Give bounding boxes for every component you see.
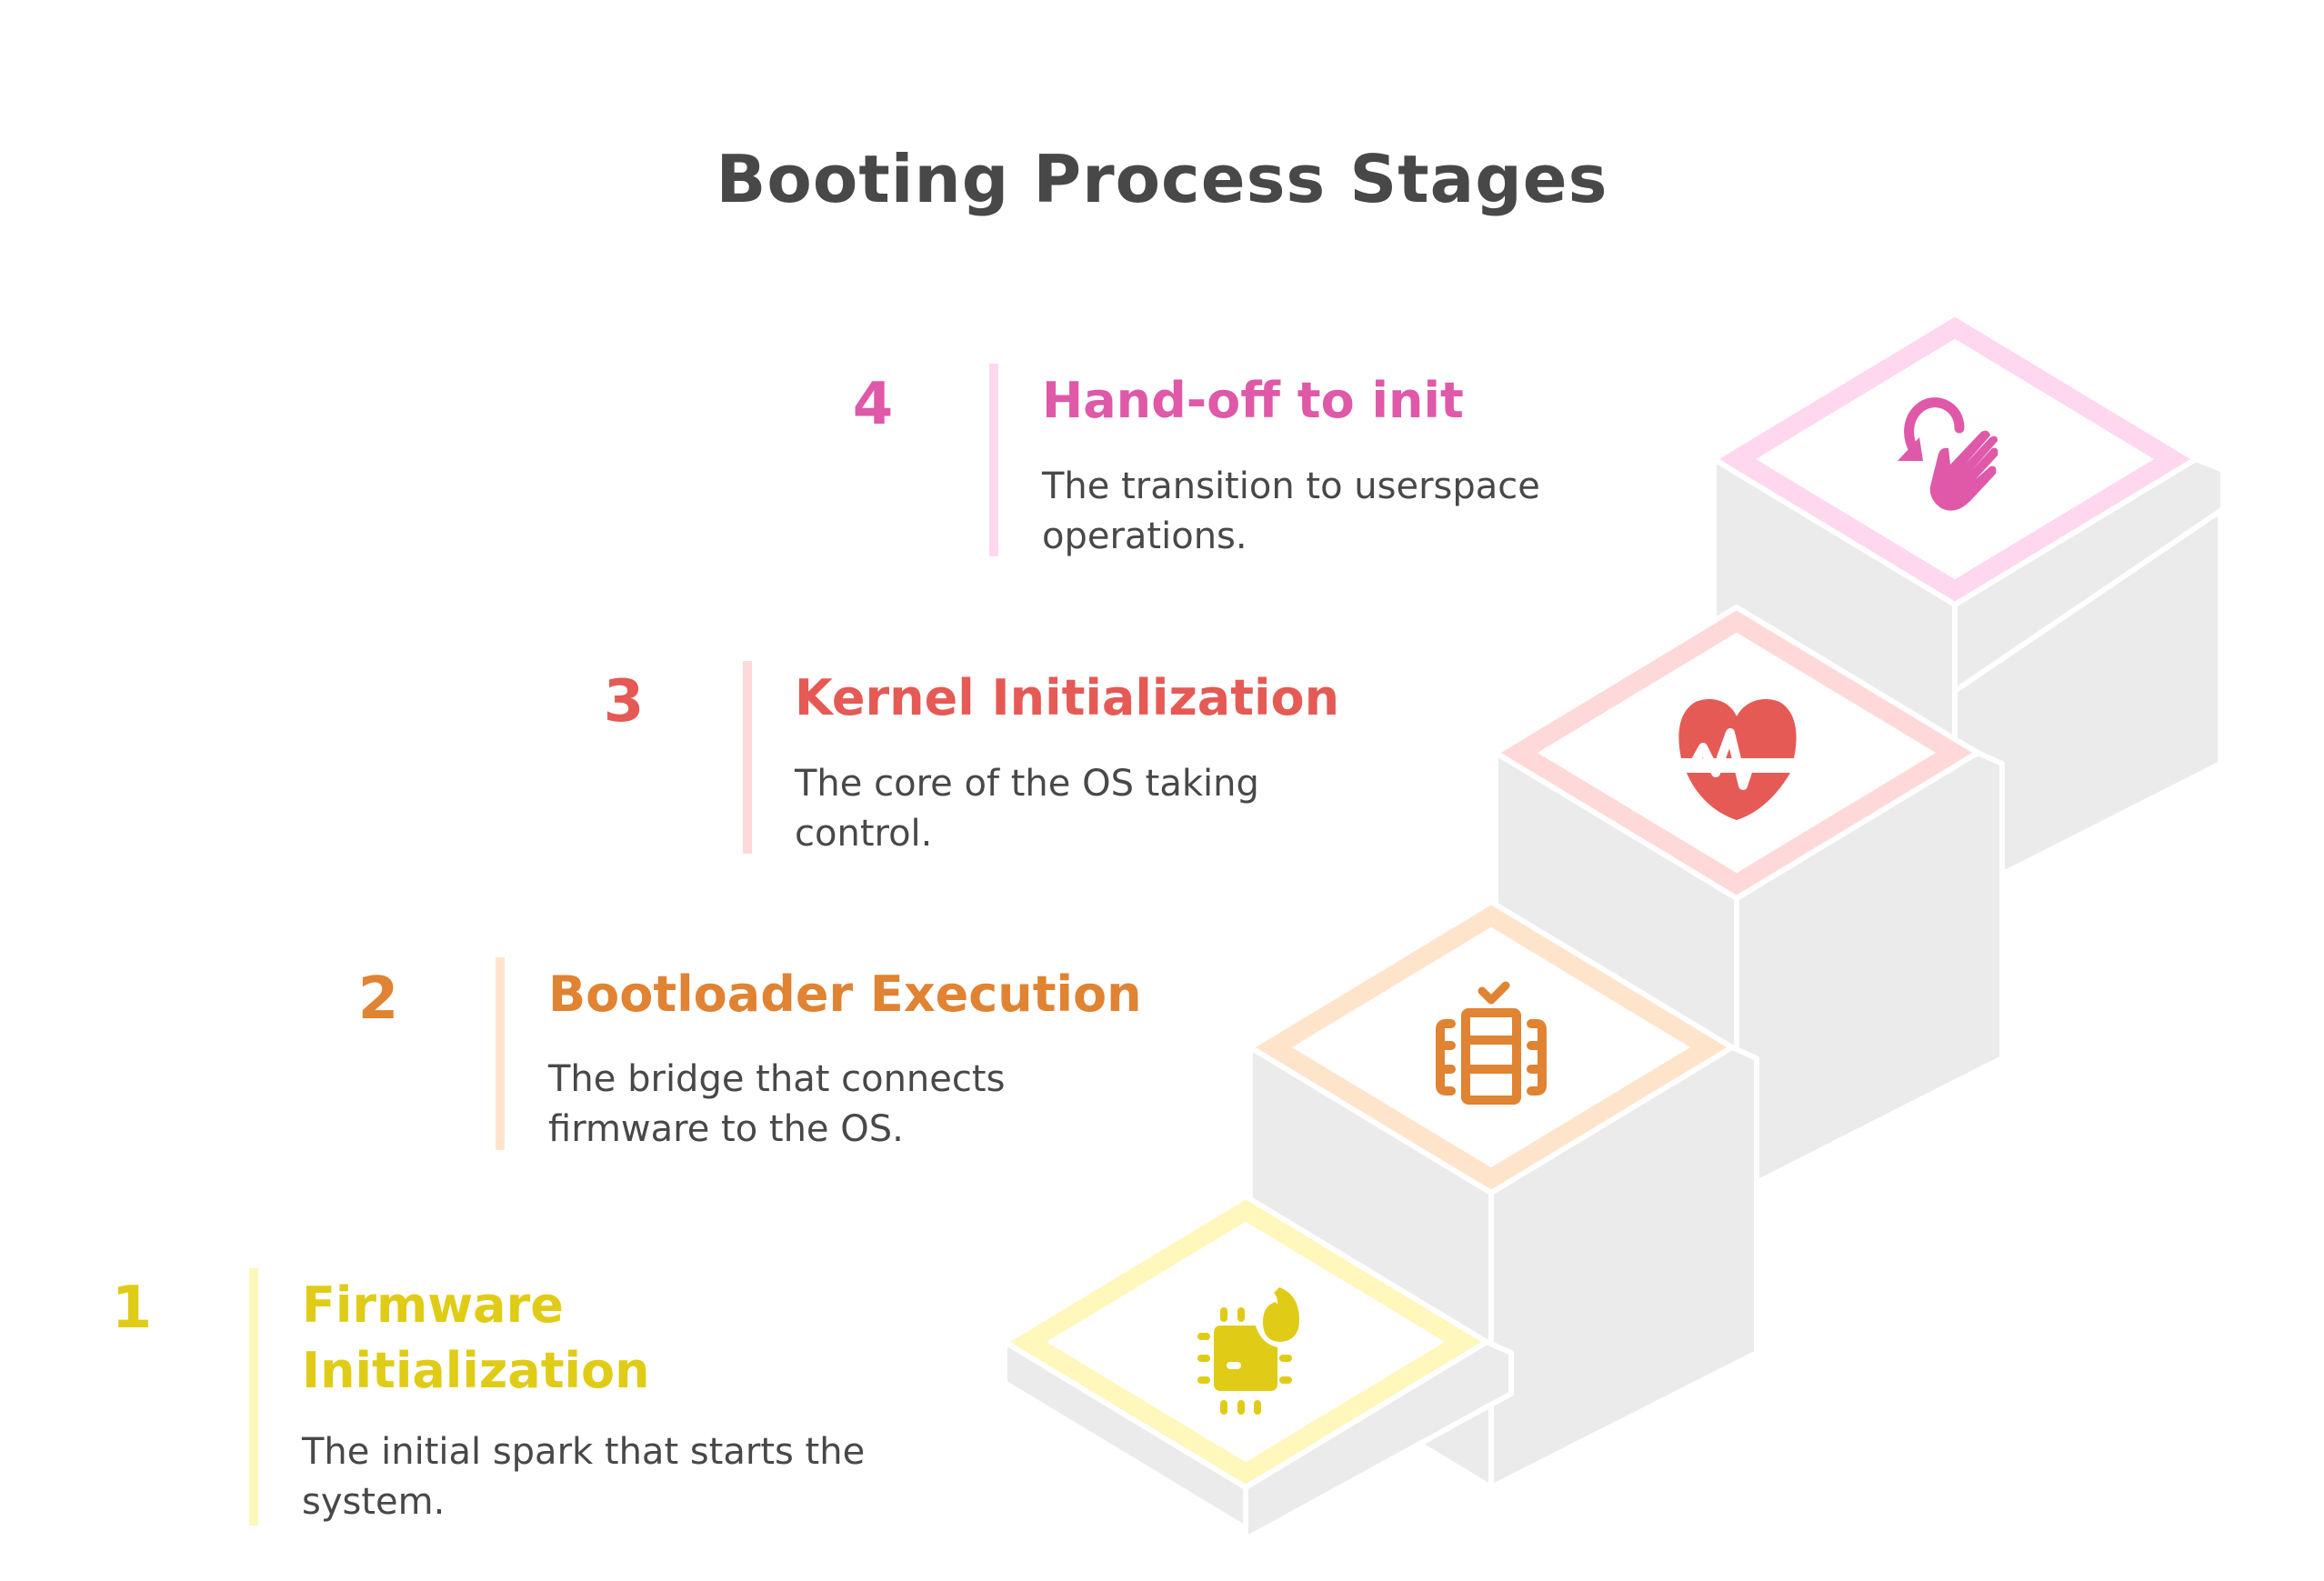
stage-description-text: The core of the OS taking control. <box>795 763 1259 855</box>
diagram-title: Booting Process Stages <box>716 141 1608 217</box>
stage-title-line: Firmware <box>302 1276 564 1334</box>
stage-number: 1 <box>111 1275 153 1342</box>
heart-pulse-icon <box>1673 699 1804 820</box>
stage-description-text: The transition to userspace operations. <box>1042 465 1540 557</box>
hand-rotate-icon <box>1898 397 1998 511</box>
stage-title: Firmware Initialization <box>302 1273 650 1404</box>
stage-divider <box>249 1268 258 1526</box>
stage-title: Hand-off to init <box>1042 372 1464 429</box>
stage-description: The core of the OS taking control. <box>795 759 1322 859</box>
stair-top-inner-2 <box>1292 926 1690 1168</box>
server-rack-check-icon <box>1436 981 1547 1105</box>
stage-description: The initial spark that starts the system… <box>302 1427 957 1527</box>
stage-title-line: Initialization <box>302 1342 650 1399</box>
stage-description: The bridge that connects firmware to the… <box>548 1055 1085 1155</box>
stage-number: 4 <box>852 371 894 438</box>
stage-divider <box>496 957 505 1150</box>
stage-number: 3 <box>603 668 645 735</box>
chip-flame-icon <box>1197 1287 1299 1415</box>
staircase-tops <box>1002 311 2199 1490</box>
stage-description-text: The bridge that connects firmware to the… <box>548 1058 1006 1150</box>
stage-description: The transition to userspace operations. <box>1042 462 1606 562</box>
stage-divider <box>989 364 998 556</box>
stage-title: Bootloader Execution <box>548 966 1142 1023</box>
stair-top-inner-4 <box>1756 338 2154 580</box>
stage-divider <box>743 661 752 854</box>
stage-title: Kernel Initialization <box>795 669 1340 726</box>
staircase-icons <box>1197 397 1998 1415</box>
stage-number: 2 <box>357 966 399 1033</box>
stage-description-text: The initial spark that starts the system… <box>302 1431 866 1523</box>
